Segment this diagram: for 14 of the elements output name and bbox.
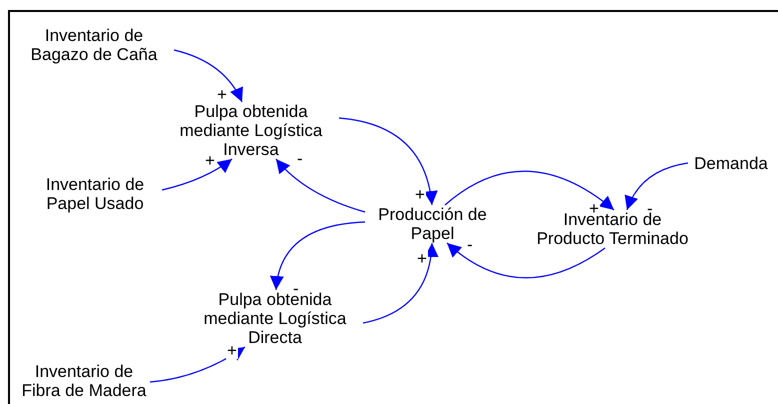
arrow [625, 162, 688, 210]
arrow [338, 117, 438, 206]
arrow [174, 49, 243, 102]
arrow [162, 158, 232, 191]
arrow [276, 158, 366, 213]
variable-label: Inventario de Bagazo de Caña [14, 26, 174, 64]
arrow [362, 242, 438, 324]
variable-label: Inventario de Fibra de Madera [18, 362, 150, 400]
arrow [270, 221, 366, 290]
variable-label: Demanda [688, 153, 774, 173]
variable-label: Inventario de Papel Usado [28, 175, 162, 213]
arrow [444, 170, 614, 210]
arrow [150, 346, 246, 383]
arrow [446, 242, 606, 278]
